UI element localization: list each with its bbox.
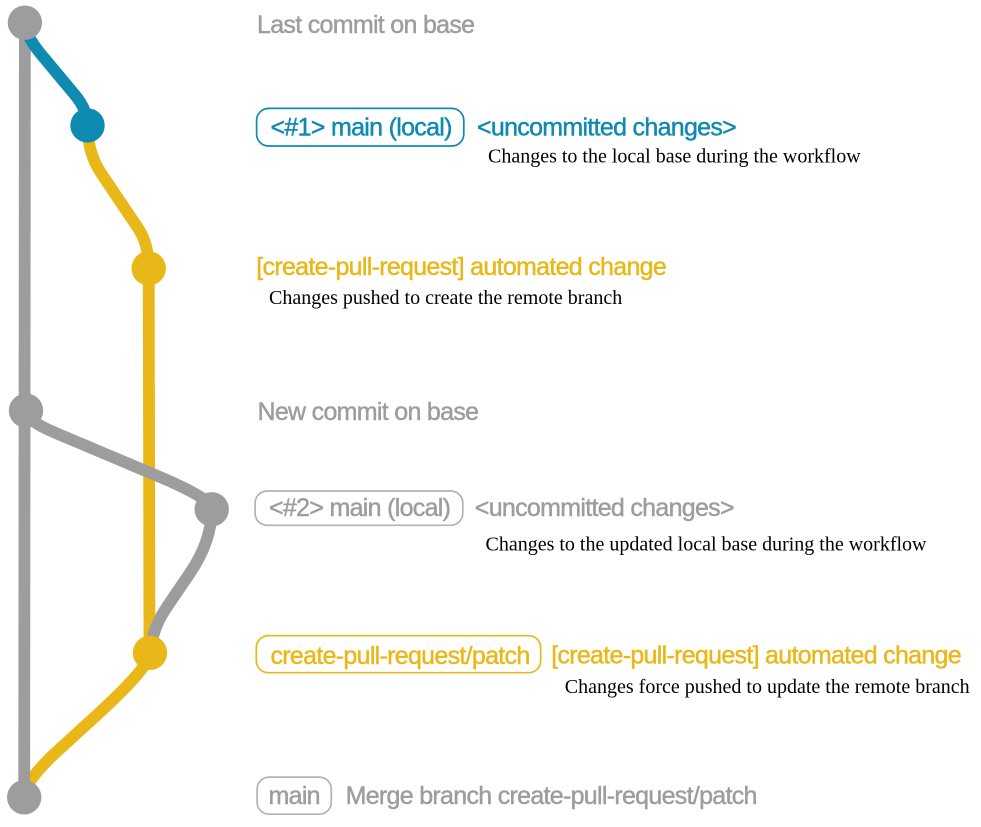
svg-text:<#1> main (local): <#1> main (local) — [271, 114, 452, 142]
svg-text:<uncommitted changes>: <uncommitted changes> — [477, 113, 736, 141]
svg-text:Merge branch create-pull-reque: Merge branch create-pull-request/patch — [346, 782, 757, 810]
svg-text:[create-pull-request] automate: [create-pull-request] automated change — [256, 253, 666, 281]
svg-text:<uncommitted changes>: <uncommitted changes> — [475, 494, 734, 522]
svg-text:Last commit on base: Last commit on base — [257, 11, 474, 39]
svg-text:create-pull-request/patch: create-pull-request/patch — [271, 642, 530, 670]
svg-text:main: main — [269, 782, 320, 810]
svg-text:Changes to the local base duri: Changes to the local base during the wor… — [488, 146, 861, 168]
svg-text:Changes pushed to create the r: Changes pushed to create the remote bran… — [269, 287, 622, 309]
svg-text:[create-pull-request] automate: [create-pull-request] automated change — [551, 642, 961, 670]
svg-text:Changes to the updated local b: Changes to the updated local base during… — [486, 534, 928, 556]
svg-text:New commit on base: New commit on base — [258, 398, 479, 426]
svg-text:Changes force pushed to update: Changes force pushed to update the remot… — [565, 676, 970, 698]
svg-text:<#2> main (local): <#2> main (local) — [269, 494, 450, 522]
